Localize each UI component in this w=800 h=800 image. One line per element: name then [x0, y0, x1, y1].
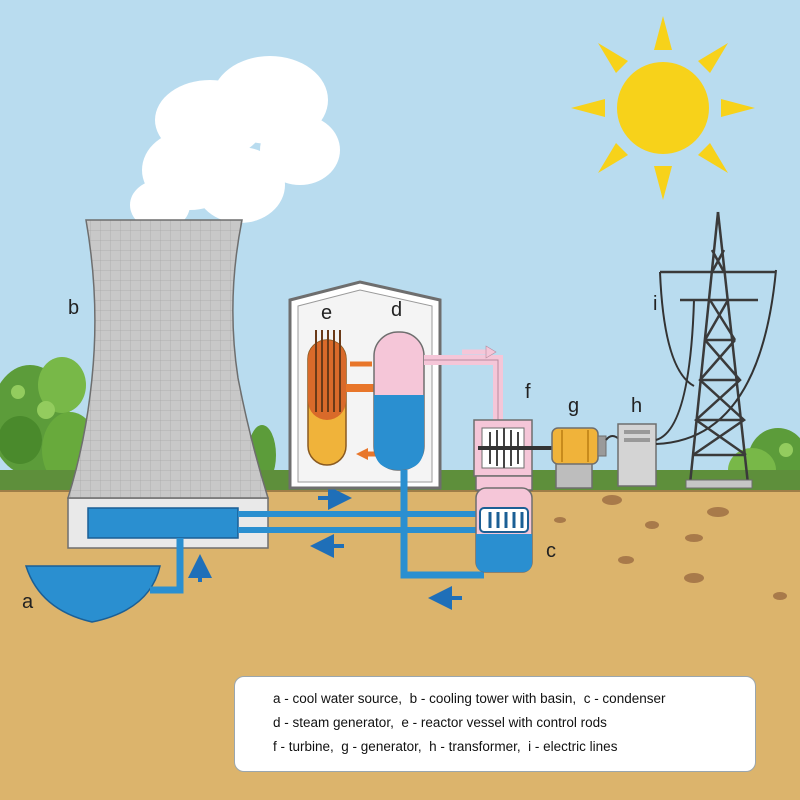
legend-item: e - reactor vessel with control rods: [401, 715, 607, 730]
generator: [551, 427, 607, 489]
label-d: d: [391, 299, 403, 321]
legend-item: d - steam generator,: [273, 715, 394, 730]
legend-line: f - turbine, g - generator, h - transfor…: [273, 737, 755, 761]
legend-item: i - electric lines: [528, 739, 618, 754]
legend-line: d - steam generator, e - reactor vessel …: [273, 713, 755, 737]
trees-left: [0, 357, 98, 488]
legend-item: a - cool water source,: [273, 691, 403, 706]
ground-stones: [554, 495, 787, 600]
label-i: i: [653, 293, 658, 315]
cooling-pipes: [238, 511, 484, 533]
label-e: e: [321, 302, 333, 324]
label-g: g: [568, 395, 580, 417]
sun-icon: [571, 16, 755, 200]
transformer: [605, 423, 657, 487]
reactor-vessel: [307, 330, 347, 466]
steam-cloud: [130, 56, 340, 230]
label-b: b: [68, 297, 80, 319]
feedwater-pipe: [400, 470, 484, 579]
condenser: [475, 475, 533, 573]
steam-generator: [373, 331, 425, 471]
basin-water: [87, 507, 239, 539]
legend-item: h - transformer,: [429, 739, 521, 754]
cooling-tower: [66, 219, 270, 499]
power-pylon: [660, 211, 776, 485]
label-h: h: [631, 395, 643, 417]
turbine: [473, 419, 554, 477]
legend-line: a - cool water source, b - cooling tower…: [273, 689, 755, 713]
legend-item: g - generator,: [341, 739, 422, 754]
legend-item: c - condenser: [583, 691, 666, 706]
label-c: c: [546, 540, 556, 562]
label-a: a: [22, 591, 34, 613]
legend-box: a - cool water source, b - cooling tower…: [234, 676, 756, 772]
legend-item: f - turbine,: [273, 739, 334, 754]
legend-item: b - cooling tower with basin,: [409, 691, 577, 706]
label-f: f: [525, 381, 531, 403]
cool-water-source: [24, 565, 161, 623]
